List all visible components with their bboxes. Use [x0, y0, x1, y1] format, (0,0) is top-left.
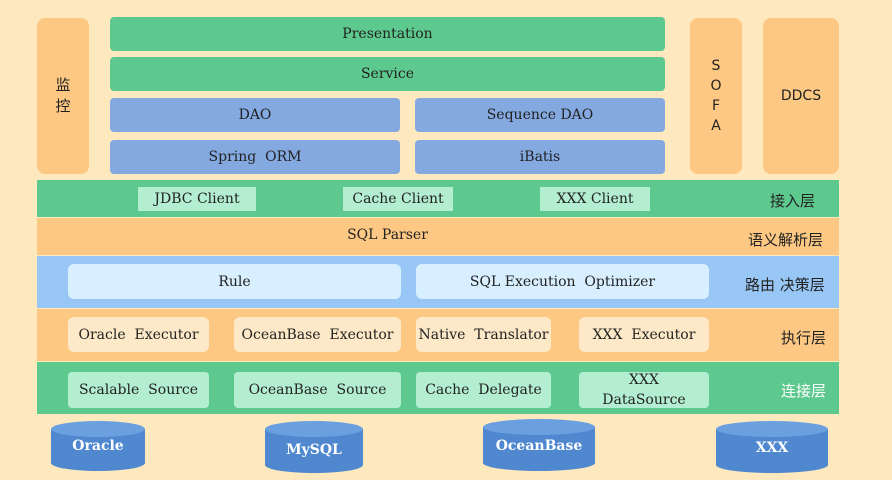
db-label-xxx: XXX — [755, 440, 789, 456]
oceanbase-source-label: OceanBase Source — [248, 382, 387, 398]
access-layer-label: 接入层 — [770, 192, 816, 210]
oceanbase-source-box: OceanBase Source — [234, 372, 401, 408]
monitor-label: 监控 — [55, 76, 71, 115]
spring-orm-label: Spring ORM — [208, 149, 302, 165]
native-translator-label: Native Translator — [418, 326, 549, 343]
service-box: Service — [110, 57, 665, 91]
sql-optimizer-box: SQL Execution Optimizer — [416, 264, 709, 299]
sofa-letter-o: O — [710, 78, 722, 94]
database-icon — [483, 419, 595, 471]
db-label-oceanbase: OceanBase — [495, 438, 583, 454]
presentation-box: Presentation — [110, 17, 665, 51]
sql-optimizer-label: SQL Execution Optimizer — [469, 273, 656, 290]
service-label: Service — [360, 66, 415, 82]
jdbc-client-box: JDBC Client — [138, 187, 256, 211]
xxx-datasource-box: XXX DataSource — [579, 372, 709, 408]
oracle-executor-label: Oracle Executor — [78, 326, 199, 343]
database-icon — [716, 421, 828, 473]
sofa-letter-a: A — [711, 118, 721, 134]
dao-box: DAO — [110, 98, 400, 132]
sql-parser-text: SQL Parser — [347, 227, 428, 243]
dao-label: DAO — [238, 107, 272, 123]
xxx-datasource-top-label: XXX — [629, 372, 659, 388]
xxx-client-label: XXX Client — [556, 191, 634, 207]
parse-layer-band — [37, 218, 839, 255]
spring-orm-box: Spring ORM — [110, 140, 400, 174]
exec-layer-label: 执行层 — [781, 329, 827, 347]
scalable-source-box: Scalable Source — [68, 372, 209, 408]
xxx-datasource-bottom-label: DataSource — [602, 392, 686, 408]
db-label-mysql: MySQL — [286, 442, 342, 458]
sofa-letter-f: F — [711, 98, 721, 114]
xxx-executor-box: XXX Executor — [579, 317, 709, 352]
xxx-executor-label: XXX Executor — [592, 326, 696, 343]
ibatis-box: iBatis — [415, 140, 665, 174]
db-cylinder-mysql: MySQL — [264, 420, 364, 474]
db-label-oracle: Oracle — [72, 438, 124, 454]
oceanbase-executor-label: OceanBase Executor — [241, 326, 394, 343]
jdbc-client-label: JDBC Client — [154, 191, 240, 207]
scalable-source-label: Scalable Source — [78, 382, 199, 398]
presentation-label: Presentation — [342, 26, 433, 42]
db-cylinder-xxx: XXX — [715, 420, 829, 474]
rule-label: Rule — [218, 273, 251, 290]
route-layer-label: 路由 决策层 — [745, 276, 825, 294]
oracle-executor-box: Oracle Executor — [68, 317, 209, 352]
oceanbase-executor-box: OceanBase Executor — [234, 317, 401, 352]
cache-delegate-box: Cache Delegate — [416, 372, 551, 408]
xxx-client-box: XXX Client — [540, 187, 650, 211]
cache-delegate-label: Cache Delegate — [425, 382, 542, 398]
database-icon — [51, 421, 145, 471]
ddcs-label: DDCS — [780, 88, 822, 104]
rule-box: Rule — [68, 264, 401, 299]
connect-layer-label: 连接层 — [781, 382, 827, 400]
db-cylinder-oracle: Oracle — [50, 420, 146, 472]
sql-parser-label: SQL Parser — [110, 222, 665, 248]
parse-layer-label: 语义解析层 — [748, 231, 824, 249]
ibatis-label: iBatis — [519, 149, 561, 165]
sequence-dao-label: Sequence DAO — [486, 107, 594, 123]
ddcs-column: DDCS — [763, 18, 839, 174]
cache-client-box: Cache Client — [343, 187, 453, 211]
sequence-dao-box: Sequence DAO — [415, 98, 665, 132]
sofa-column: S O F A — [690, 18, 742, 174]
monitor-column: 监控 — [37, 18, 89, 174]
native-translator-box: Native Translator — [416, 317, 551, 352]
db-cylinder-oceanbase: OceanBase — [482, 418, 596, 472]
database-icon — [265, 421, 363, 473]
sofa-letter-s: S — [711, 58, 721, 74]
cache-client-label: Cache Client — [352, 191, 444, 207]
